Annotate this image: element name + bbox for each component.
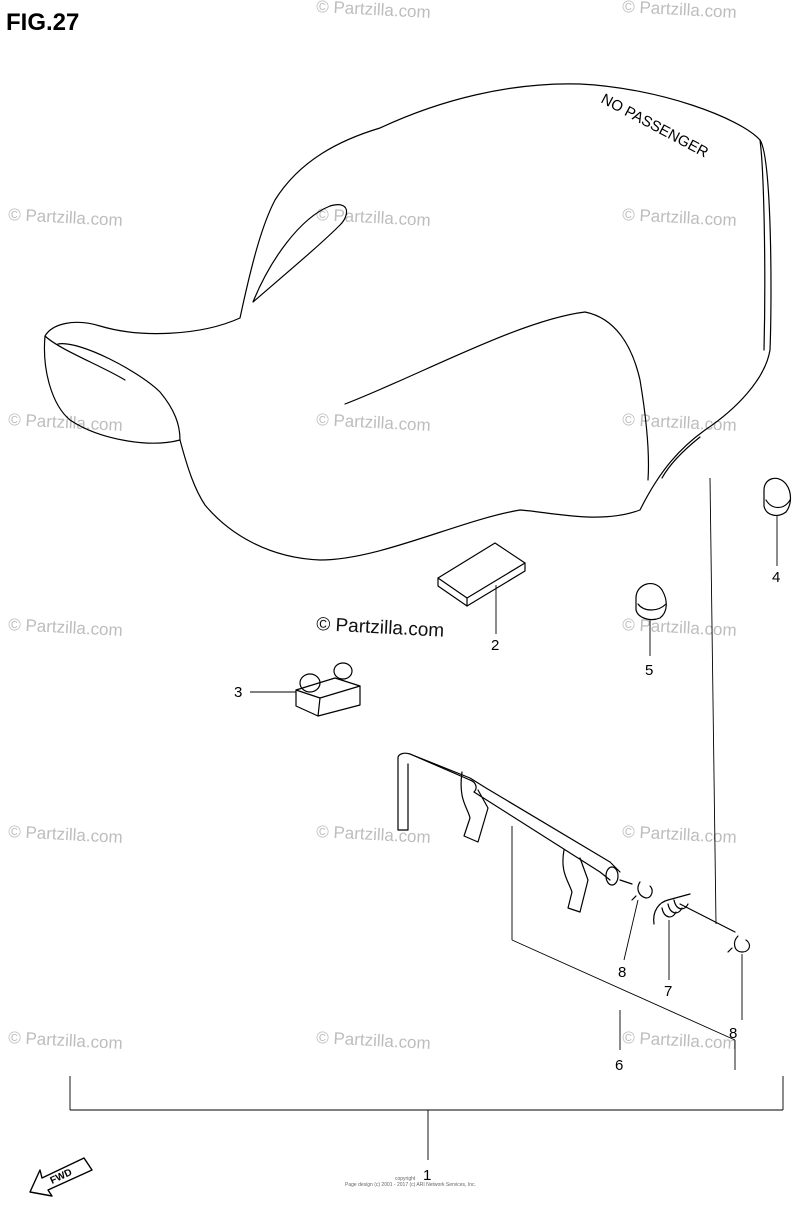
callout-3: 3	[234, 684, 242, 701]
callout-8: 8	[729, 1025, 737, 1042]
watermark: © Partzilla.com	[622, 822, 737, 847]
callout-6: 6	[615, 1057, 623, 1074]
seat-drawing: NO PASSENGER	[43, 83, 772, 561]
watermark: © Partzilla.com	[316, 410, 431, 435]
watermark-center: © Partzilla.com	[316, 614, 445, 642]
part-5-cushion	[635, 582, 667, 656]
watermark: © Partzilla.com	[8, 410, 123, 435]
watermark: © Partzilla.com	[8, 205, 123, 230]
assembly-bracket	[69, 1076, 784, 1160]
watermark: © Partzilla.com	[622, 615, 737, 640]
watermark: © Partzilla.com	[622, 1028, 737, 1053]
callout-8: 8	[618, 964, 626, 981]
part-8-clip-right	[727, 935, 751, 1020]
footer-copyright-detail: Page design (c) 2001 - 2017 (c) ARI Netw…	[345, 1182, 476, 1188]
fwd-arrow-icon: FWD	[29, 1157, 93, 1197]
callout-1: 1	[423, 1167, 431, 1184]
callout-2: 2	[491, 637, 499, 654]
part-2-pad	[437, 542, 526, 634]
watermark: © Partzilla.com	[8, 615, 123, 640]
watermark-layer: © Partzilla.com © Partzilla.com © Partzi…	[8, 0, 737, 1053]
watermark: © Partzilla.com	[316, 1028, 431, 1053]
watermark: © Partzilla.com	[8, 822, 123, 847]
seat-stamp-text: NO PASSENGER	[598, 91, 711, 162]
part-7-spring	[653, 893, 736, 980]
watermark: © Partzilla.com	[316, 0, 431, 22]
figure-title: FIG.27	[6, 9, 79, 36]
watermark: © Partzilla.com	[8, 1028, 123, 1053]
callout-5: 5	[645, 662, 653, 679]
callout-7: 7	[664, 983, 672, 1000]
watermark: © Partzilla.com	[622, 0, 737, 22]
part-4-cushion	[763, 477, 792, 566]
watermark: © Partzilla.com	[316, 205, 431, 230]
callout-4: 4	[772, 569, 780, 586]
part-3-damper	[250, 662, 361, 717]
watermark: © Partzilla.com	[622, 205, 737, 230]
watermark: © Partzilla.com	[316, 822, 431, 847]
part-8-clip-left	[623, 881, 653, 961]
footer-copyright: copyright	[395, 1176, 416, 1182]
part-6-seat-lock	[397, 752, 736, 1050]
guide-line	[709, 477, 717, 925]
watermark: © Partzilla.com	[622, 410, 737, 435]
